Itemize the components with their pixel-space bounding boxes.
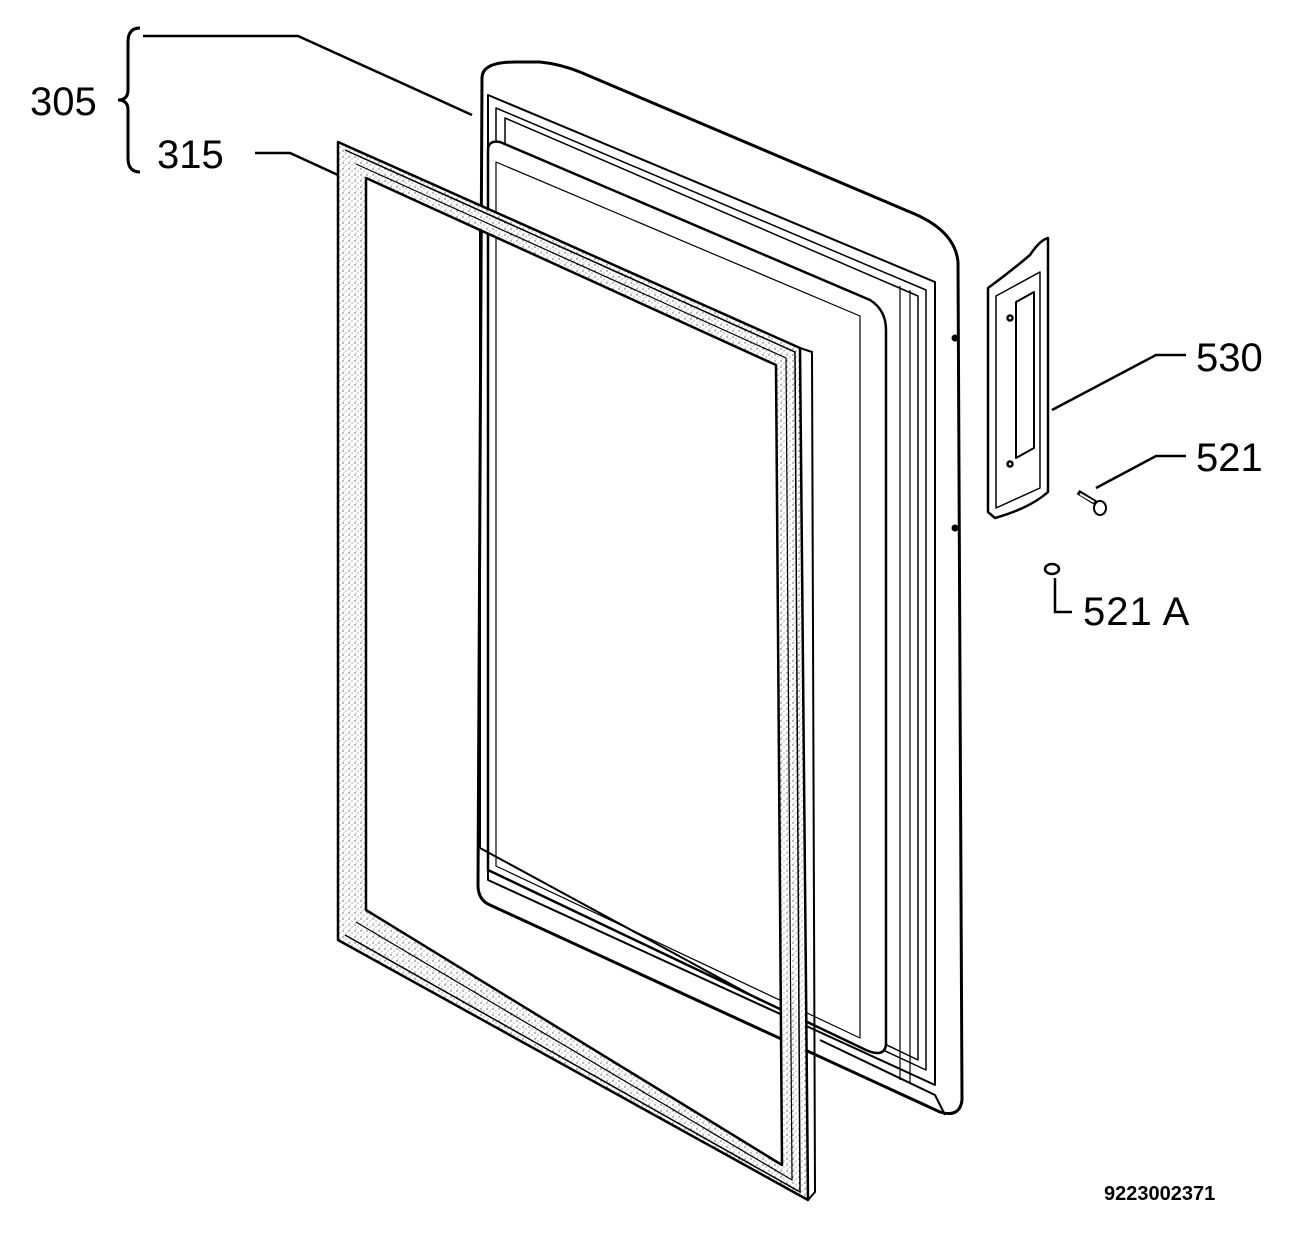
callout-521a: 521 A <box>1083 590 1191 634</box>
washer <box>1043 562 1061 576</box>
bracket-305 <box>117 26 141 174</box>
drawing-number: 9223002371 <box>1104 1183 1216 1205</box>
callout-530: 530 <box>1196 336 1263 380</box>
leader-lines <box>143 34 1186 614</box>
callout-521: 521 <box>1196 436 1263 480</box>
door-panel <box>476 60 964 1116</box>
door-handle <box>986 236 1050 520</box>
screw <box>1076 489 1107 516</box>
door-gasket <box>336 140 817 1202</box>
callout-305: 305 <box>30 80 97 124</box>
callout-315: 315 <box>157 133 224 177</box>
